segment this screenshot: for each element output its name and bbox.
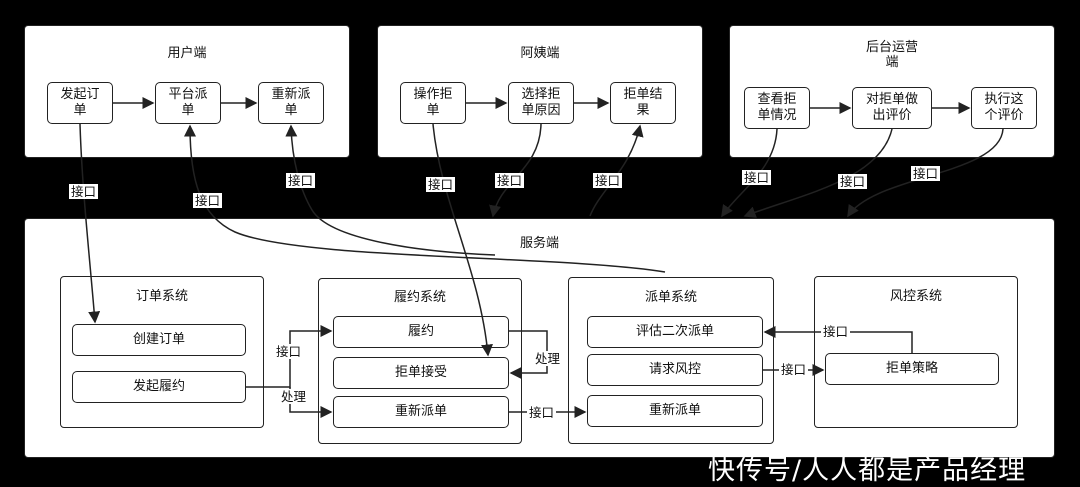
node-label: 评估二次派单 xyxy=(635,324,714,339)
node-redispatch-dispatch[interactable]: 重新派单 xyxy=(587,395,763,427)
node-fulfill[interactable]: 履约 xyxy=(333,316,509,348)
edge-server-to-platform xyxy=(184,124,666,273)
dispatch-system-title: 派单系统 xyxy=(644,290,697,305)
order-system-title: 订单系统 xyxy=(135,289,188,304)
node-label: 重新派单 xyxy=(394,404,447,419)
node-label: 重新派 单 xyxy=(271,87,311,118)
label-iface-start: 接口 xyxy=(274,344,304,359)
label-iface-policy: 接口 xyxy=(821,324,851,339)
admin-panel-title: 后台运营 端 xyxy=(865,40,918,70)
edge-server-to-redispatch xyxy=(285,124,496,256)
node-label: 对拒单做 出评价 xyxy=(865,92,918,123)
label-iface-redispatch-server: 接口 xyxy=(527,405,557,420)
node-start-fulfill[interactable]: 发起履约 xyxy=(72,371,246,403)
label-iface-execute: 接口 xyxy=(911,166,941,181)
node-label: 拒单接受 xyxy=(394,365,447,380)
label-iface-initiate: 接口 xyxy=(69,184,99,199)
node-redispatch-user[interactable]: 重新派 单 xyxy=(258,82,324,124)
node-eval-second[interactable]: 评估二次派单 xyxy=(587,316,763,348)
node-label: 查看拒 单情况 xyxy=(757,92,797,123)
server-panel-title: 服务端 xyxy=(519,236,559,251)
label-iface-view: 接口 xyxy=(742,170,772,185)
fulfill-system-title: 履约系统 xyxy=(393,290,446,305)
node-label: 操作拒 单 xyxy=(413,87,453,118)
label-process-fulfill: 处理 xyxy=(533,351,563,366)
node-operate-reject[interactable]: 操作拒 单 xyxy=(400,82,466,124)
node-reject-policy[interactable]: 拒单策略 xyxy=(825,353,999,385)
node-reject-accept[interactable]: 拒单接受 xyxy=(333,357,509,389)
node-create-order[interactable]: 创建订单 xyxy=(72,324,246,356)
node-label: 发起履约 xyxy=(132,379,185,394)
node-label: 履约 xyxy=(407,324,434,339)
node-choose-reason[interactable]: 选择拒 单原因 xyxy=(508,82,574,124)
node-label: 拒单策略 xyxy=(885,361,938,376)
node-label: 拒单结 果 xyxy=(623,87,663,118)
label-iface-reason: 接口 xyxy=(495,173,525,188)
node-execute-eval[interactable]: 执行这 个评价 xyxy=(971,87,1037,129)
edge-initiate-to-create xyxy=(79,123,101,324)
label-iface-risk: 接口 xyxy=(779,362,809,377)
node-platform-dispatch[interactable]: 平台派 单 xyxy=(155,82,221,124)
label-iface-redispatch: 接口 xyxy=(286,173,316,188)
watermark: 快传号/人人都是产品经理 xyxy=(708,455,1027,486)
label-process-start: 处理 xyxy=(279,389,309,404)
node-initiate-order[interactable]: 发起订 单 xyxy=(47,82,113,124)
label-iface-evaluate: 接口 xyxy=(838,174,868,189)
edge-server-to-result xyxy=(589,124,644,217)
node-label: 请求风控 xyxy=(648,362,701,377)
risk-system-title: 风控系统 xyxy=(889,289,942,304)
edge-start-to-fulfill xyxy=(246,325,333,388)
node-evaluate-reject[interactable]: 对拒单做 出评价 xyxy=(852,87,932,129)
user-panel-title: 用户端 xyxy=(167,46,207,61)
node-label: 创建订单 xyxy=(132,332,185,347)
risk-system: 风控系统 xyxy=(814,276,1018,428)
node-request-risk[interactable]: 请求风控 xyxy=(587,354,763,386)
node-redispatch-fulfill[interactable]: 重新派单 xyxy=(333,396,509,428)
label-iface-platform: 接口 xyxy=(193,193,223,208)
node-reject-result[interactable]: 拒单结 果 xyxy=(610,82,676,124)
label-iface-result: 接口 xyxy=(593,173,623,188)
node-label: 发起订 单 xyxy=(60,87,100,118)
node-label: 选择拒 单原因 xyxy=(521,87,561,118)
edge-reason-to-server xyxy=(489,123,542,218)
edge-evaluate-to-server xyxy=(743,128,893,218)
edge-operate-to-reject-accept xyxy=(432,123,493,357)
node-label: 平台派 单 xyxy=(168,87,208,118)
node-label: 重新派单 xyxy=(648,403,701,418)
edge-policy-to-eval xyxy=(763,326,913,353)
aunt-panel-title: 阿姨端 xyxy=(520,46,560,61)
node-label: 执行这 个评价 xyxy=(984,92,1024,123)
node-view-reject[interactable]: 查看拒 单情况 xyxy=(744,87,810,129)
label-iface-operate: 接口 xyxy=(426,177,456,192)
